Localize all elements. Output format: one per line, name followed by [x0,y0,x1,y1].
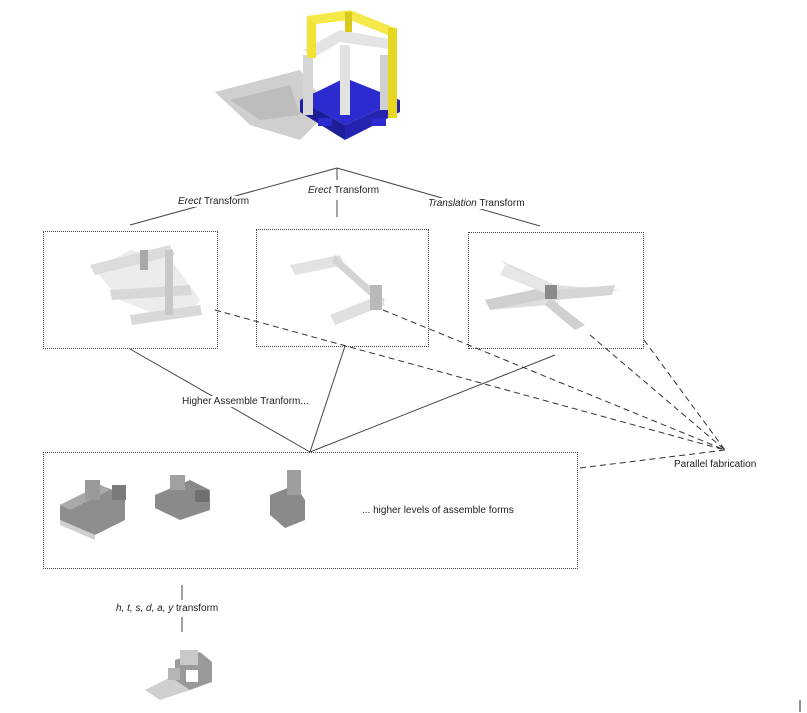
base-transform-label: h, t, s, d, a, y transform [116,603,219,614]
erect-middle-render [290,255,385,325]
translation-transform-label: Translation Transform [428,198,525,209]
erect-left-render [90,245,202,325]
translation-box [468,232,644,349]
assemble-form-3 [270,470,305,528]
higher-assemble-label: Higher Assemble Tranform... [182,396,309,407]
erect-transform-label-middle: Erect Transform [308,185,380,196]
erect-box-left [43,231,218,349]
base-unit-render [145,650,212,700]
assemble-form-2 [155,475,210,520]
translation-render [485,260,620,330]
erect-transform-label-left: Erect Transform [178,196,250,207]
assemble-forms-box [43,452,578,569]
assemble-form-1 [60,480,126,540]
higher-levels-label: ... higher levels of assemble forms [362,505,514,516]
parallel-fabrication-lines [214,309,726,469]
erect-box-middle [256,229,429,347]
parallel-fabrication-label: Parallel fabrication [674,459,757,470]
assembled-frame-render [215,10,400,140]
